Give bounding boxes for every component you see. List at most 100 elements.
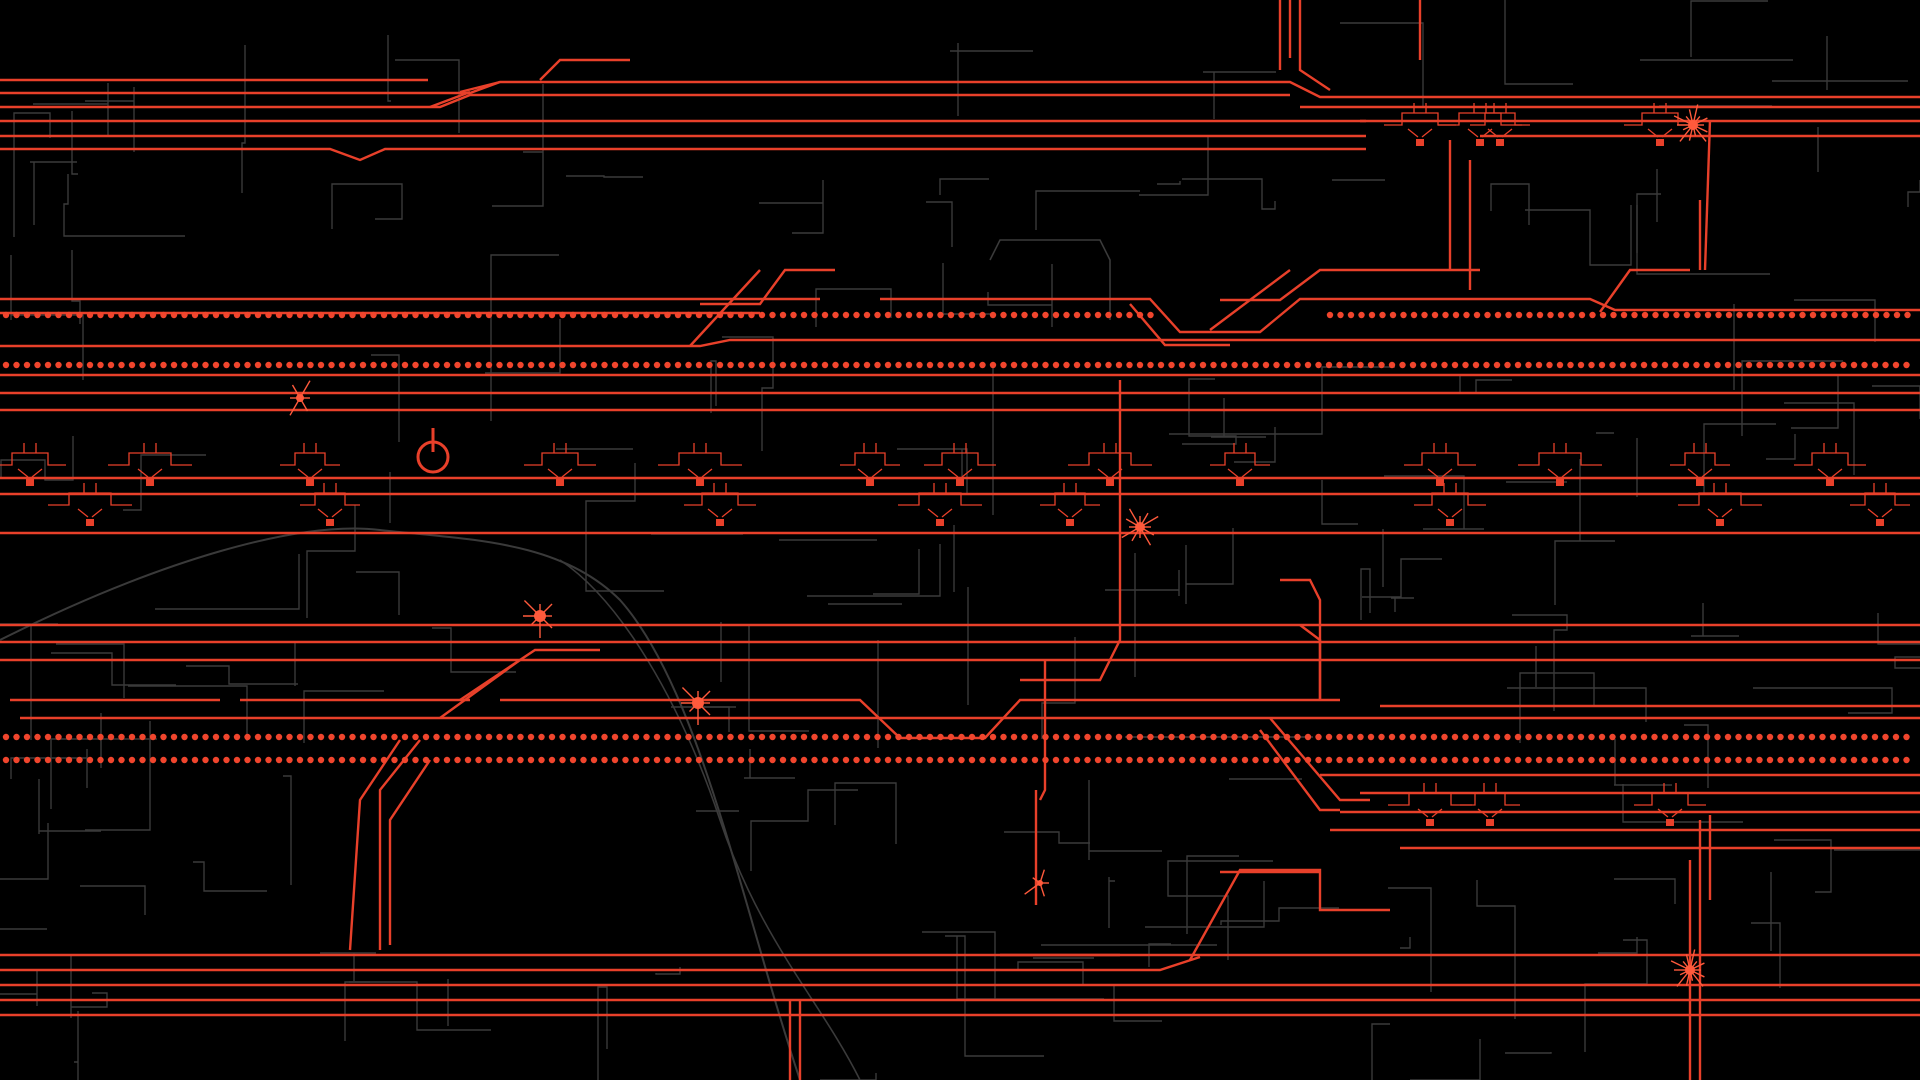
trace-dot <box>1294 361 1301 369</box>
trace-dot <box>1325 733 1333 741</box>
trace-dot <box>1882 361 1889 369</box>
red-trace-13 <box>880 297 1920 334</box>
trace-dot <box>149 733 157 741</box>
faint-trace-145 <box>1035 190 1140 230</box>
faint-trace-29 <box>1088 780 1162 860</box>
component-pad <box>146 479 154 486</box>
trace-dot <box>170 756 178 764</box>
trace-dot <box>538 733 545 741</box>
trace-dot <box>1420 361 1427 369</box>
trace-dot <box>349 361 356 369</box>
trace-dot <box>1168 361 1175 369</box>
trace-dot <box>370 733 377 741</box>
trace-dot <box>811 733 818 741</box>
trace-dot <box>1850 756 1858 764</box>
trace-dot <box>170 733 178 741</box>
trace-dot <box>632 361 640 369</box>
trace-dot <box>832 311 839 319</box>
trace-dot <box>527 733 535 741</box>
trace-dot <box>1767 311 1775 319</box>
faint-trace-35 <box>331 183 403 229</box>
faint-trace-165 <box>283 775 292 885</box>
red-bend-9 <box>1599 268 1690 313</box>
faint-trace-164 <box>1766 434 1796 460</box>
trace-dot <box>769 756 776 764</box>
trace-dot <box>853 311 860 319</box>
trace-dot <box>1031 733 1039 741</box>
trace-dot <box>44 733 52 741</box>
dotted-trace-row-3 <box>2 733 1910 741</box>
trace-dot <box>664 756 671 764</box>
faint-trace-83 <box>387 35 391 102</box>
faint-trace-1 <box>0 970 38 1006</box>
trace-dot <box>86 311 94 319</box>
component-cluster-22 <box>684 483 756 518</box>
component-cluster-27 <box>1850 483 1910 518</box>
faint-trace-131 <box>1703 423 1776 494</box>
trace-dot <box>790 361 797 369</box>
trace-dot <box>653 756 661 764</box>
trace-dot <box>926 756 934 764</box>
trace-dot <box>443 733 451 741</box>
trace-dot <box>1777 756 1784 764</box>
trace-dot <box>590 311 598 319</box>
trace-dot <box>1210 756 1217 764</box>
trace-dot <box>202 756 209 764</box>
trace-dot <box>1241 756 1249 764</box>
trace-dot <box>370 361 377 369</box>
component-cluster-13 <box>1794 443 1866 478</box>
trace-dot <box>1472 756 1480 764</box>
trace-dot <box>1536 311 1544 319</box>
trace-dot <box>1652 311 1659 319</box>
faint-trace-18 <box>597 986 608 1080</box>
trace-dot <box>1588 756 1595 764</box>
trace-dot <box>1714 733 1721 741</box>
trace-dot <box>265 311 272 319</box>
trace-dot <box>1241 733 1249 741</box>
trace-dot <box>1766 361 1774 369</box>
trace-dot <box>86 733 94 741</box>
hot-spot-ray <box>299 380 311 399</box>
trace-dot <box>338 311 346 319</box>
red-bend-5 <box>689 269 761 347</box>
trace-dot <box>370 311 377 319</box>
trace-dot <box>1630 733 1637 741</box>
trace-dot <box>1651 361 1658 369</box>
trace-dot <box>1000 361 1007 369</box>
trace-dot <box>853 733 860 741</box>
trace-dot <box>1861 733 1868 741</box>
trace-dot <box>517 756 524 764</box>
trace-dot <box>1336 361 1343 369</box>
trace-dot <box>685 756 692 764</box>
trace-dot <box>989 361 997 369</box>
trace-dot <box>821 311 829 319</box>
trace-dot <box>1409 733 1417 741</box>
faint-trace-119 <box>1598 937 1638 954</box>
trace-dot <box>254 361 262 369</box>
red-trace-36 <box>0 955 1201 972</box>
faint-trace-100 <box>320 952 376 981</box>
trace-dot <box>1147 311 1154 319</box>
faint-trace-34 <box>1690 0 1768 57</box>
trace-dot <box>265 756 272 764</box>
trace-dot <box>1136 733 1144 741</box>
trace-dot <box>1693 756 1700 764</box>
trace-dot <box>517 361 524 369</box>
trace-dot <box>559 756 566 764</box>
trace-dot <box>1820 311 1827 319</box>
trace-dot <box>737 361 745 369</box>
faint-trace-128 <box>1636 193 1661 253</box>
hot-spot-ray <box>1679 969 1691 976</box>
trace-dot <box>1010 361 1018 369</box>
trace-dot <box>727 733 734 741</box>
trace-dot <box>1367 361 1375 369</box>
trace-dot <box>1178 361 1186 369</box>
trace-dot <box>695 311 703 319</box>
trace-dot <box>1147 361 1154 369</box>
trace-dot <box>34 311 41 319</box>
trace-dot <box>1409 756 1417 764</box>
trace-dot <box>1840 361 1847 369</box>
trace-dot <box>422 756 430 764</box>
hot-spot-ray <box>1688 109 1694 126</box>
red-bend-13 <box>348 739 401 951</box>
